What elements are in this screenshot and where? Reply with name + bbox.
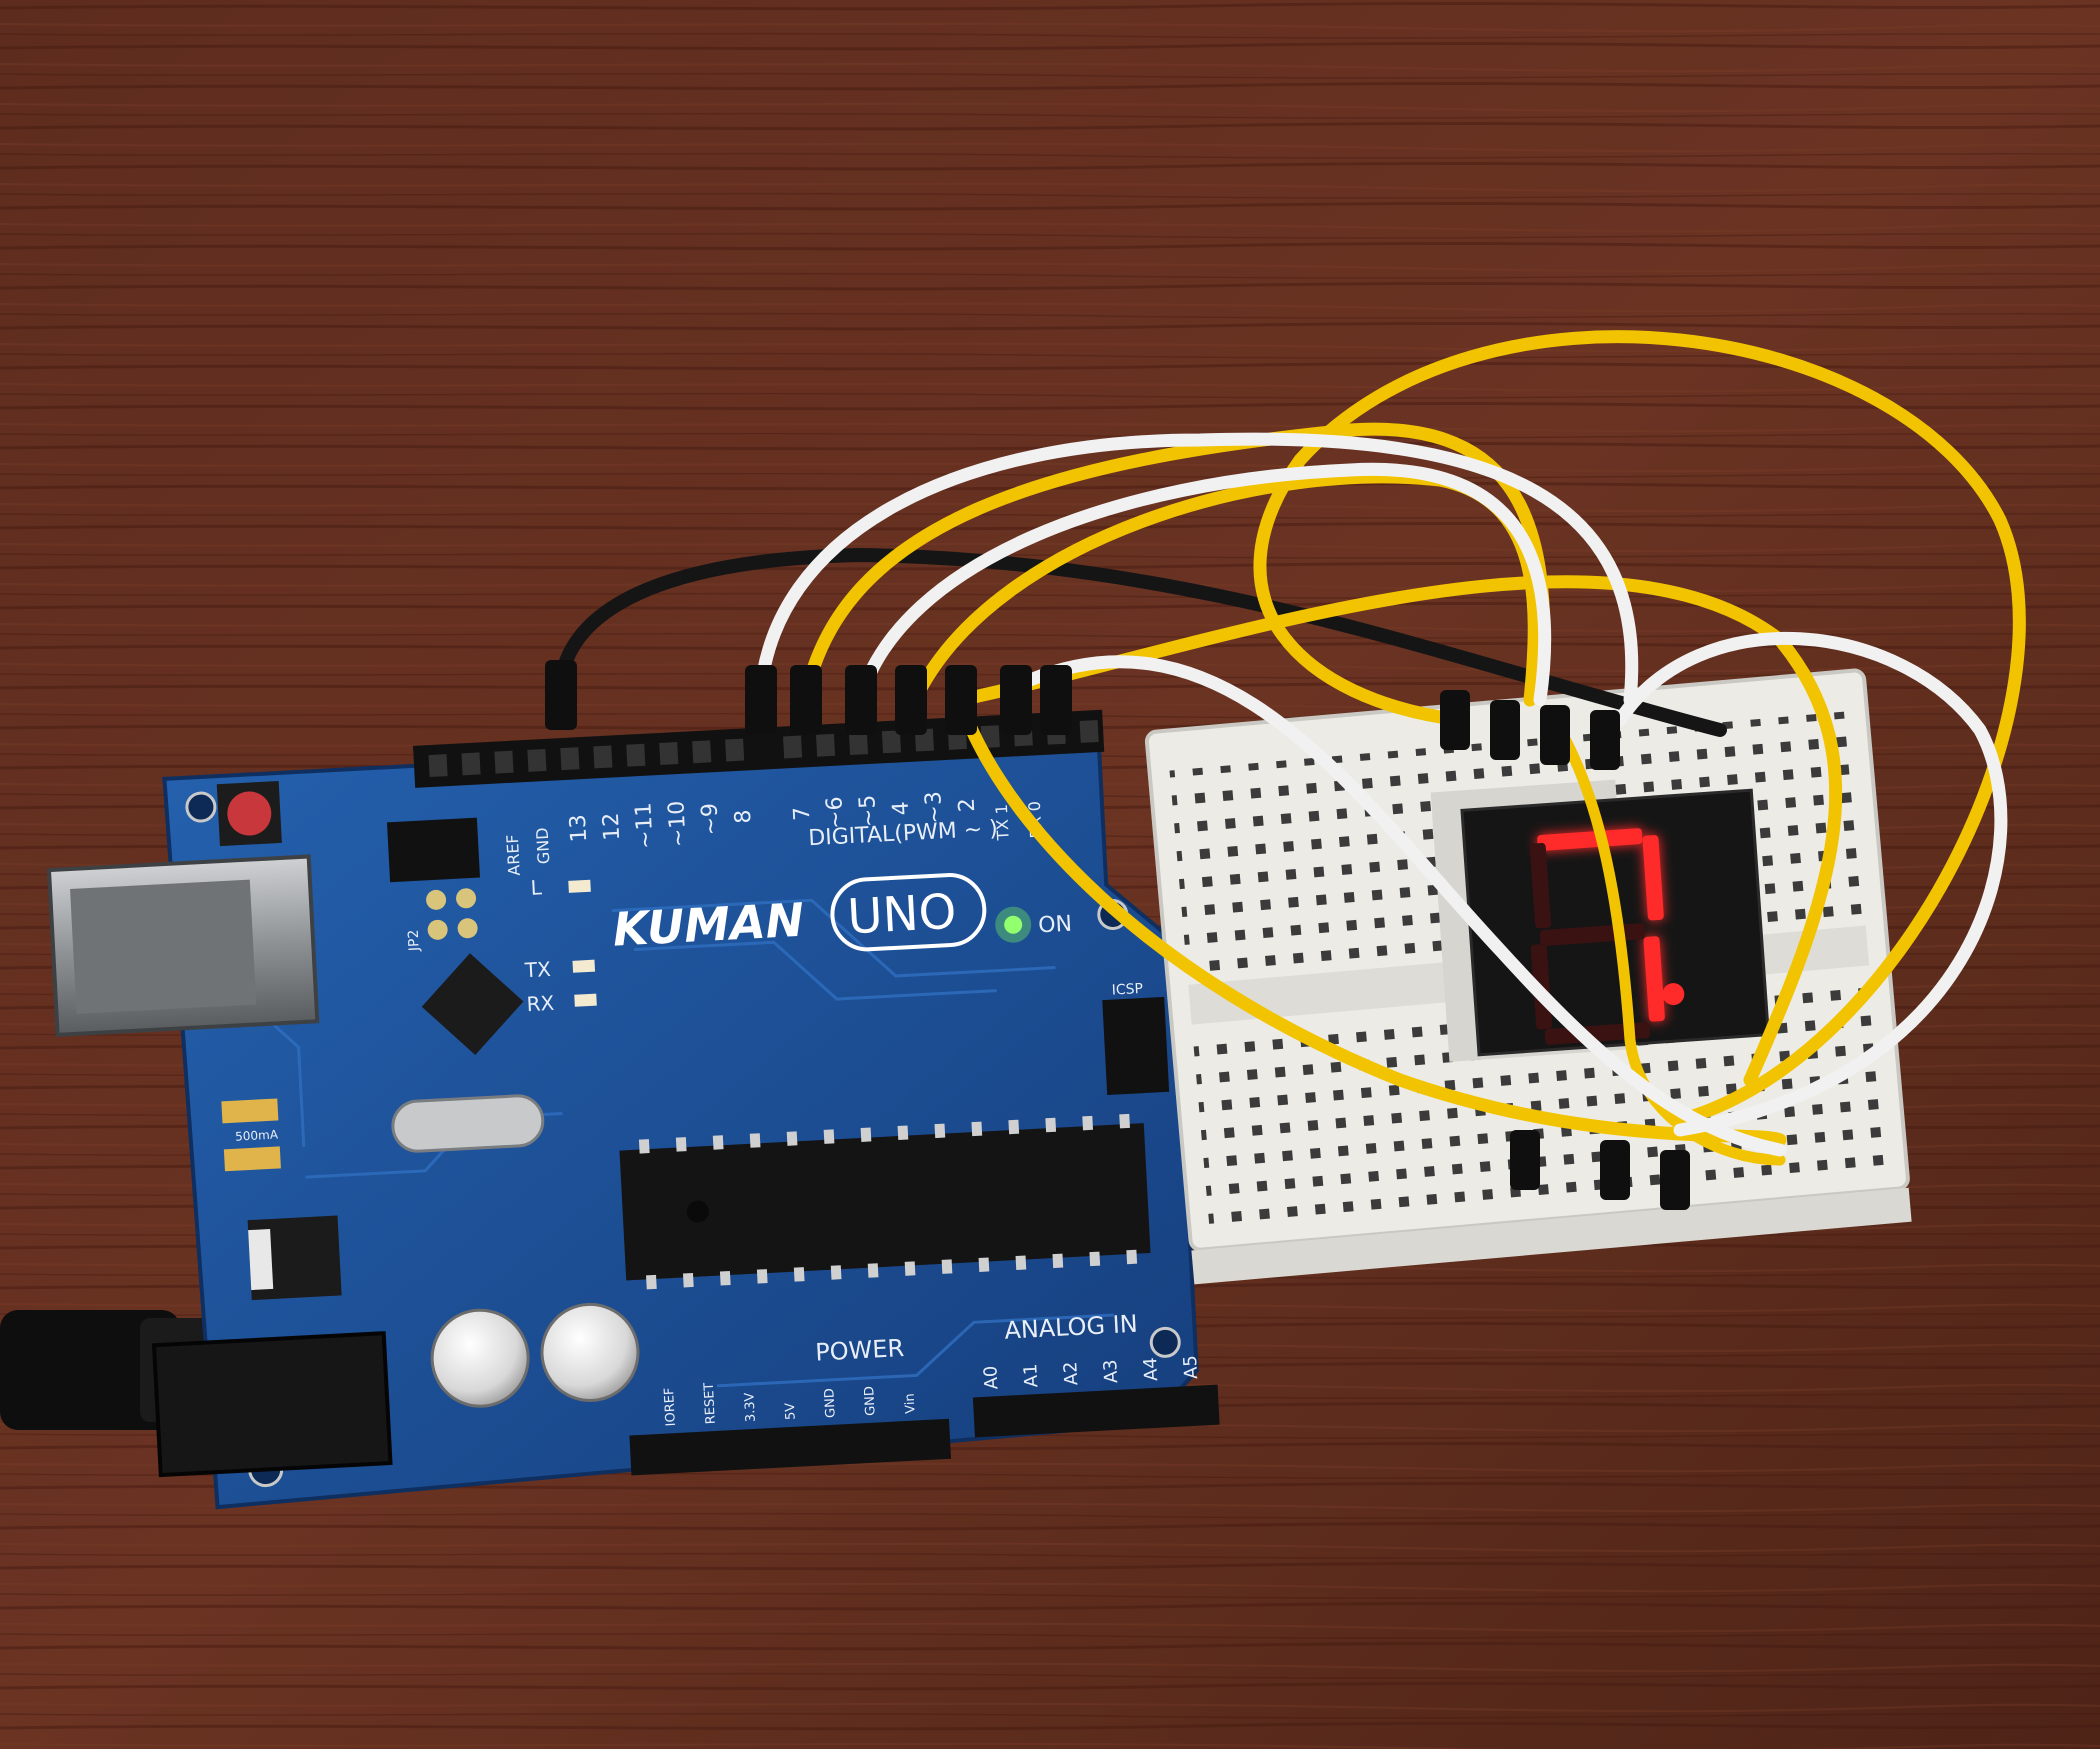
on-label: ON — [1038, 912, 1073, 939]
arduino-board: AREF GND 13 12 ~11 ~10 ~9 8 7 ~6 ~5 4 ~3… — [46, 709, 1220, 1510]
wire-yellow-4 — [953, 693, 1787, 1147]
usb-chip — [421, 953, 524, 1055]
jp2-header: JP2 — [386, 817, 480, 952]
status-leds: L TX RX — [523, 875, 597, 1016]
power-led: ON — [995, 906, 1073, 943]
pin-label-7: 7 — [790, 806, 816, 821]
power-label: POWER — [815, 1334, 905, 1367]
wire-yellow-6 — [1554, 724, 1786, 1166]
capacitor-1 — [430, 1308, 530, 1408]
analog-pin-a5: A5 — [1180, 1355, 1202, 1380]
pin-label-5: ~5 — [855, 794, 882, 828]
segment-f — [1529, 842, 1552, 929]
pin-label-gnd: GND — [532, 827, 553, 865]
jp2-label: JP2 — [406, 929, 423, 952]
analog-pin-a1: A1 — [1020, 1363, 1042, 1388]
microcontroller-chip — [619, 1113, 1151, 1290]
pin-label-3: ~3 — [921, 791, 948, 825]
power-pin-5v: 5V — [783, 1402, 799, 1420]
pin-label-12: 12 — [599, 812, 625, 841]
pin-label-10: ~10 — [664, 800, 691, 848]
analog-label: ANALOG IN — [1004, 1310, 1139, 1345]
pin-label-8: 8 — [731, 809, 757, 824]
usb-connector — [46, 854, 320, 1037]
power-header: POWER IOREF RESET 3.3V 5V GND GND Vin — [629, 1334, 952, 1476]
power-pin-ioref: IOREF — [662, 1387, 679, 1427]
pin-label-1: TX 1 — [992, 804, 1013, 842]
power-pin-3v3: 3.3V — [742, 1392, 759, 1422]
wire-yellow-2 — [913, 470, 1541, 707]
analog-pin-a3: A3 — [1100, 1359, 1122, 1384]
wire-white-3 — [1023, 655, 1787, 1157]
polyfuse: 500mA — [221, 1098, 281, 1172]
decimal-point — [1662, 983, 1685, 1006]
capacitor-2 — [540, 1302, 640, 1402]
segment-c — [1643, 936, 1665, 1022]
rx-led-label: RX — [526, 991, 555, 1016]
pin-label-13: 13 — [566, 814, 592, 843]
power-pin-vin: Vin — [903, 1393, 919, 1414]
wire-yellow-5 — [1253, 330, 2026, 1127]
brand-logo-text: KUMAN — [611, 893, 805, 957]
jumper-wires — [545, 330, 2026, 1210]
tx-led-label: TX — [523, 957, 551, 982]
analog-pin-a4: A4 — [1140, 1357, 1162, 1382]
analog-pin-a2: A2 — [1060, 1361, 1082, 1386]
kuman-uno-logo: KUMAN UNO — [611, 873, 987, 957]
power-pin-reset: RESET — [702, 1382, 719, 1424]
pin-label-6: ~6 — [822, 796, 849, 830]
analog-header: ANALOG IN A0 A1 A2 A3 A4 A5 — [972, 1310, 1220, 1438]
wire-white-1 — [753, 432, 1639, 707]
pin-label-4: 4 — [889, 801, 915, 816]
model-logo-text: UNO — [846, 884, 958, 946]
digital-header — [413, 709, 1105, 788]
analog-pin-a0: A0 — [980, 1365, 1002, 1390]
pin-label-aref: AREF — [503, 834, 524, 876]
icsp-header: ICSP — [1102, 981, 1170, 1096]
reset-button[interactable] — [216, 780, 282, 847]
power-pin-gnd1: GND — [822, 1388, 839, 1419]
pin-label-2: 2 — [955, 797, 981, 812]
pin-label-11: ~11 — [631, 802, 658, 850]
segment-a — [1537, 828, 1643, 851]
crystal-oscillator — [391, 1094, 545, 1153]
icsp-label: ICSP — [1111, 981, 1143, 999]
wire-white-2 — [853, 462, 1552, 707]
wire-white-4 — [1613, 631, 2008, 1137]
power-pin-gnd2: GND — [862, 1386, 879, 1417]
pin-label-9: ~9 — [697, 802, 724, 836]
fuse-label: 500mA — [235, 1127, 279, 1143]
wire-yellow-3 — [953, 575, 1843, 1087]
segment-b — [1642, 835, 1664, 921]
dc-power-jack — [151, 1331, 393, 1478]
l-led-label: L — [530, 875, 543, 900]
